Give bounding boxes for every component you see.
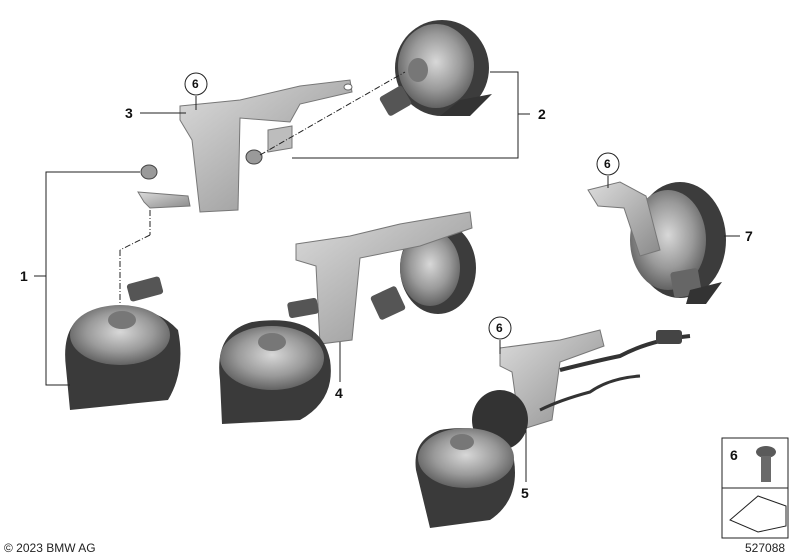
- legend-box: 6: [721, 437, 789, 539]
- horn-lower-face: [418, 428, 514, 488]
- horn-mid-connector: [370, 286, 406, 320]
- wire-harness-2: [539, 374, 641, 412]
- bracket-1: [137, 191, 191, 209]
- callout-6c: 6: [488, 316, 512, 340]
- screw-head: [756, 446, 776, 458]
- nut-left: [140, 164, 158, 180]
- callout-6b-circle: [596, 152, 620, 176]
- nut-top: [245, 149, 263, 165]
- horn-top-face: [398, 24, 474, 108]
- horn-right-mount: [686, 282, 722, 304]
- bracket-7: [587, 181, 661, 257]
- leader-1: [45, 171, 140, 386]
- bracket-3: [179, 79, 353, 213]
- bracket-4: [295, 211, 473, 345]
- horn-lower-assembly: [415, 329, 691, 528]
- callout-6a-text: 6: [192, 77, 199, 91]
- callout-6b: 6: [596, 152, 620, 176]
- bracket-3-tab: [267, 125, 293, 153]
- horn-top-assembly: [179, 20, 492, 213]
- callout-4: 4: [335, 385, 343, 401]
- horn-middle-assembly: [219, 211, 476, 424]
- callout-5: 5: [521, 485, 529, 501]
- callout-6c-text: 6: [496, 321, 503, 335]
- wire-plug: [656, 330, 682, 344]
- horn-mid-face: [220, 326, 324, 390]
- horn-top-connector: [379, 85, 412, 116]
- leader-2: [292, 71, 519, 159]
- callout-1: 1: [20, 268, 28, 284]
- screw-shank: [761, 456, 771, 482]
- horn-left-assembly: [65, 164, 191, 410]
- leader-lines: [34, 71, 740, 482]
- copyright-text: © 2023 BMW AG: [4, 541, 96, 555]
- callout-6c-circle: [488, 316, 512, 340]
- bracket-5: [499, 329, 605, 431]
- horn-lower-center: [450, 434, 474, 450]
- dash-link-top: [259, 71, 406, 156]
- horn-top-mount: [440, 94, 492, 116]
- horn-left-face: [70, 305, 170, 365]
- callout-7: 7: [745, 228, 753, 244]
- callout-6a: 6: [184, 72, 208, 96]
- callout-6b-text: 6: [604, 157, 611, 171]
- bracket-3-hole: [343, 83, 353, 91]
- horn-left-center: [108, 311, 136, 329]
- horn-left-connector: [126, 276, 164, 302]
- horn-mid-center: [258, 333, 286, 351]
- legend-number: 6: [730, 447, 738, 463]
- horn-right-assembly: [587, 181, 726, 304]
- callout-2: 2: [538, 106, 546, 122]
- diagram-id-text: 527088: [745, 541, 786, 555]
- callout-6a-circle: [184, 72, 208, 96]
- horn-mid-back-face: [400, 230, 460, 306]
- direction-arrow-icon: [729, 495, 787, 533]
- dash-link-left-2: [119, 234, 151, 251]
- callout-3: 3: [125, 105, 133, 121]
- horn-top-center: [408, 58, 428, 82]
- horn-mid-connector-2: [287, 297, 319, 319]
